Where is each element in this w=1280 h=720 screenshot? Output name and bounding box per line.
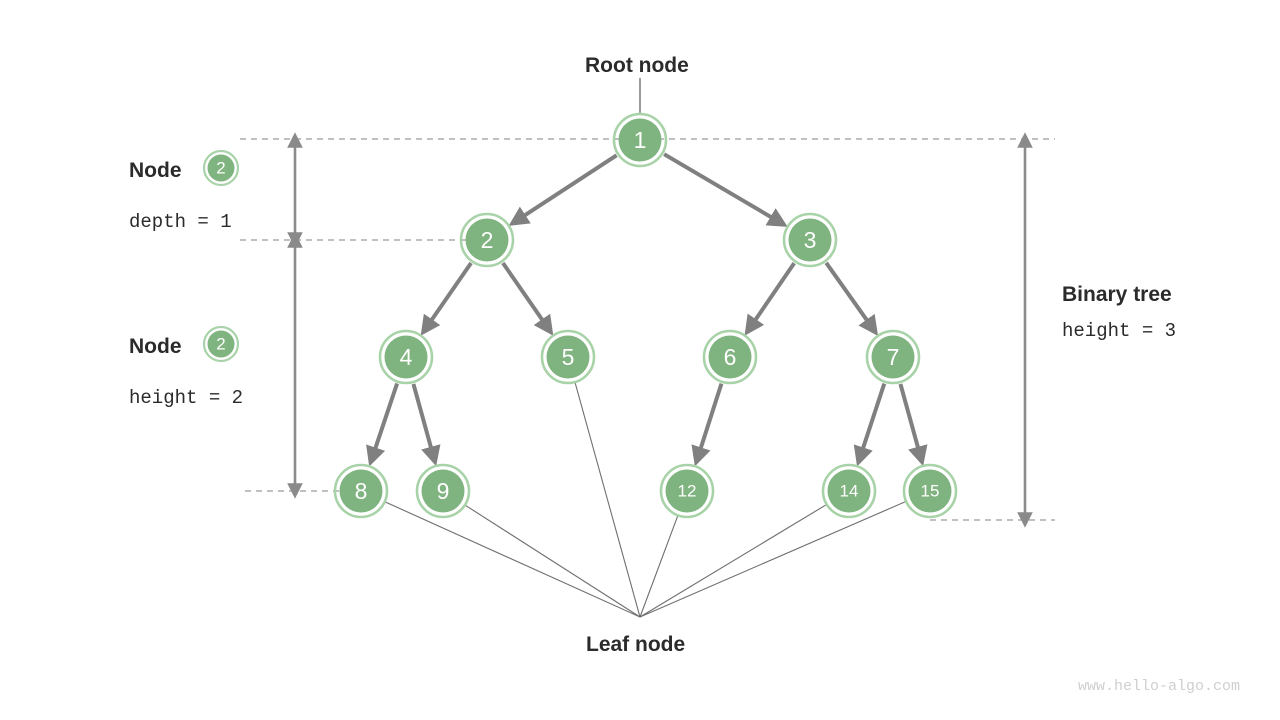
tree-node-label: 1	[634, 127, 647, 153]
tree-node-label: 7	[887, 344, 900, 370]
tree-node-label: 4	[400, 344, 413, 370]
tree-edge	[411, 383, 441, 467]
tree-node-disc	[665, 469, 709, 513]
tree-node-15[interactable]: 15	[902, 463, 958, 519]
tree-node-14[interactable]: 14	[821, 463, 877, 519]
tree-node-6[interactable]: 6	[702, 329, 758, 385]
node-height-badge: 2	[202, 325, 240, 363]
tree-edge	[691, 383, 724, 467]
tree-node-4[interactable]: 4	[378, 329, 434, 385]
tree-node-disc	[546, 335, 590, 379]
tree-node-disc	[708, 335, 752, 379]
tree-node-label: 8	[355, 478, 368, 504]
root-node-label: Root node	[585, 54, 689, 77]
tree-node-ring	[702, 329, 758, 385]
tree-edge	[824, 261, 879, 336]
tree-height-detail: height = 3	[1062, 320, 1176, 342]
leaf-pointer-lines	[385, 382, 906, 618]
tree-node-ring	[782, 212, 838, 268]
tree-height-title: Binary tree	[1062, 283, 1172, 306]
tree-node-ring	[333, 463, 389, 519]
leaf-pointer-line	[639, 501, 906, 618]
tree-node-5[interactable]: 5	[540, 329, 596, 385]
tree-node-9[interactable]: 9	[415, 463, 471, 519]
tree-node-1[interactable]: 1	[612, 112, 668, 168]
node-depth-title: Node	[129, 159, 182, 182]
guide-lines	[240, 138, 1055, 521]
tree-node-disc	[908, 469, 952, 513]
tree-node-disc	[871, 335, 915, 379]
tree-node-label: 15	[921, 482, 940, 501]
tree-node-ring	[659, 463, 715, 519]
tree-node-disc	[339, 469, 383, 513]
tree-edge	[898, 383, 928, 467]
tree-edge	[366, 382, 399, 467]
node-depth-detail: depth = 1	[129, 211, 232, 233]
tree-node-8[interactable]: 8	[333, 463, 389, 519]
tree-node-12[interactable]: 12	[659, 463, 715, 519]
node-height-detail: height = 2	[129, 387, 243, 409]
tree-node-disc	[788, 218, 832, 262]
node-depth-badge-label: 2	[216, 159, 225, 178]
tree-edges	[366, 152, 928, 467]
tree-node-ring	[459, 212, 515, 268]
tree-node-disc	[421, 469, 465, 513]
node-height-title: Node	[129, 335, 182, 358]
tree-node-ring	[540, 329, 596, 385]
tree-node-ring	[821, 463, 877, 519]
tree-node-3[interactable]: 3	[782, 212, 838, 268]
node-depth-badge: 2	[202, 149, 240, 187]
tree-edge	[501, 261, 554, 336]
tree-edge	[744, 261, 796, 336]
tree-node-label: 3	[804, 227, 817, 253]
measurement-arrows	[287, 132, 1033, 528]
tree-node-disc	[384, 335, 428, 379]
watermark: www.hello-algo.com	[1078, 678, 1240, 695]
leaf-pointer-line	[465, 505, 641, 618]
tree-node-ring	[415, 463, 471, 519]
tree-node-ring	[865, 329, 921, 385]
tree-node-label: 6	[724, 344, 737, 370]
leaf-pointer-line	[385, 501, 641, 618]
leaf-pointer-line	[639, 504, 827, 618]
tree-edge	[853, 382, 887, 467]
tree-node-ring	[902, 463, 958, 519]
tree-edge	[663, 152, 788, 227]
tree-node-disc	[618, 118, 662, 162]
tree-node-label: 9	[437, 478, 450, 504]
tree-node-disc	[465, 218, 509, 262]
tree-node-label: 14	[840, 482, 859, 501]
leaf-pointer-line	[639, 516, 679, 618]
tree-node-ring	[378, 329, 434, 385]
leaf-pointer-line	[574, 382, 641, 618]
tree-edge	[508, 153, 618, 226]
tree-node-7[interactable]: 7	[865, 329, 921, 385]
tree-node-ring	[612, 112, 668, 168]
tree-node-label: 12	[678, 482, 697, 501]
tree-node-2[interactable]: 2	[459, 212, 515, 268]
tree-node-disc	[827, 469, 871, 513]
tree-node-label: 2	[481, 227, 494, 253]
tree-edge	[420, 261, 473, 336]
node-height-badge-label: 2	[216, 335, 225, 354]
leaf-node-label: Leaf node	[586, 633, 685, 656]
tree-node-label: 5	[562, 344, 575, 370]
